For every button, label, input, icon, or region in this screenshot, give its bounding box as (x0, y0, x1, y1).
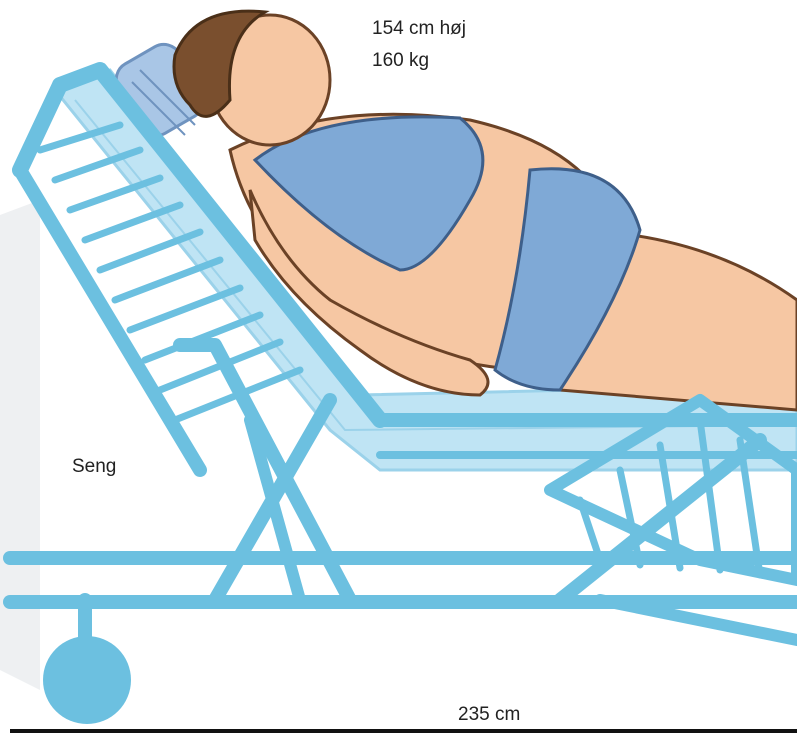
bed-length-label: 235 cm (458, 704, 520, 727)
background-panel (0, 200, 40, 690)
bed-wheel (43, 636, 131, 724)
patient-height-label: 154 cm høj (372, 18, 466, 41)
patient-weight-label: 160 kg (372, 50, 429, 73)
bed-label: Seng (72, 456, 116, 479)
measurement-line (10, 729, 797, 733)
